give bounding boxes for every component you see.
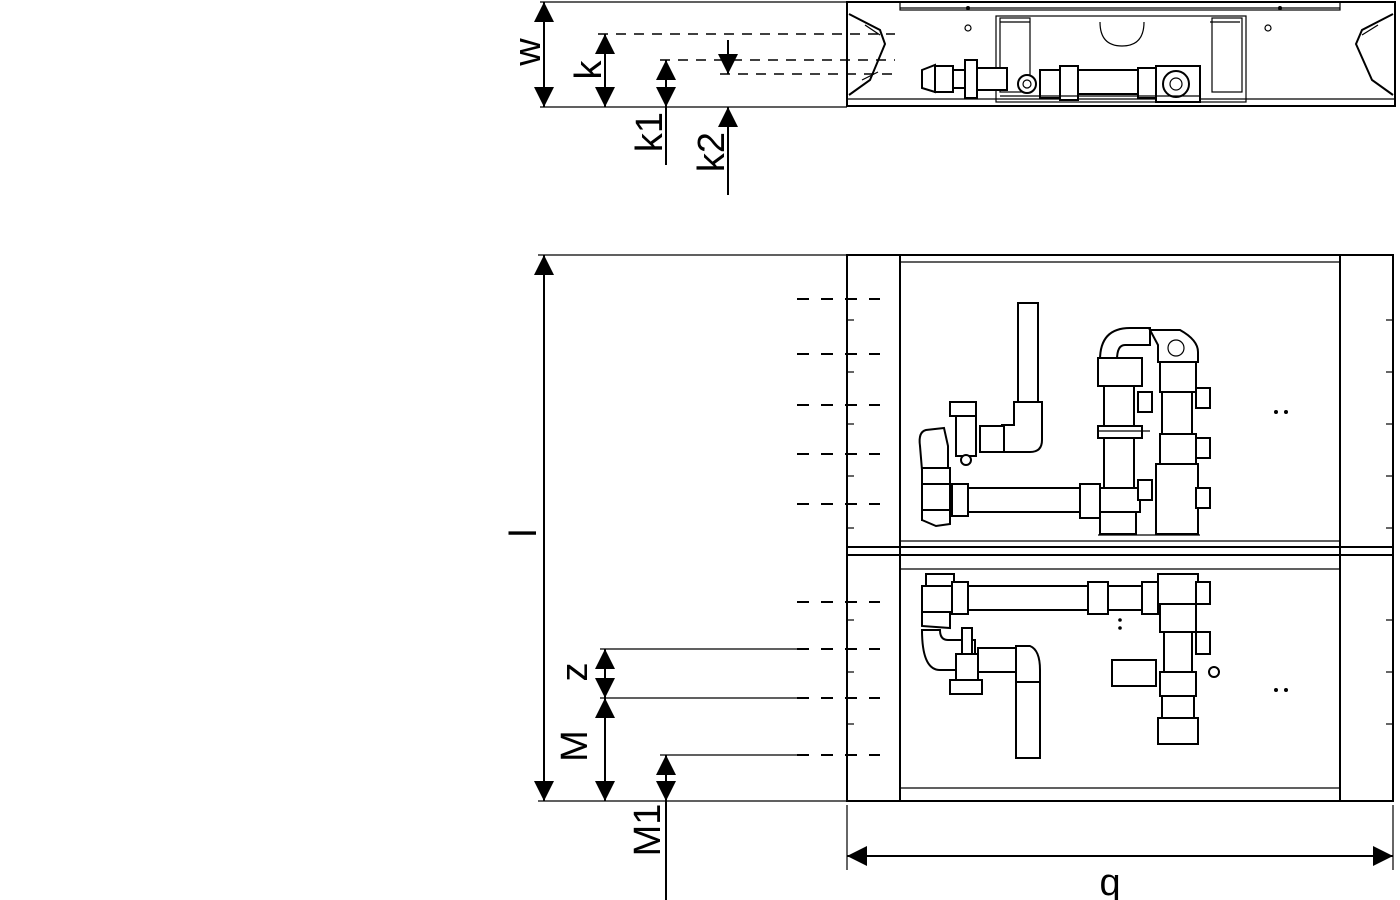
mounting-plate [995, 15, 1247, 103]
label-M1: M1 [627, 804, 669, 857]
left-post [846, 254, 901, 802]
front-view [538, 254, 1394, 870]
label-l: l [503, 529, 545, 537]
dimension-k1: k1 [629, 60, 676, 165]
right-bracket [1354, 13, 1394, 96]
top-view [540, 1, 1396, 108]
label-k1: k1 [629, 112, 671, 152]
top-pipe-assembly [921, 59, 1201, 103]
dimension-k2: k2 [691, 40, 738, 195]
left-bracket [848, 13, 887, 96]
lower-pipe-assembly [920, 573, 1288, 759]
dimension-k: k [568, 34, 615, 107]
dimension-b: b [847, 846, 1393, 900]
label-k2: k2 [691, 132, 733, 172]
outlet-marks [797, 298, 880, 756]
dimension-z: z [554, 649, 615, 698]
dimension-w: w [507, 2, 554, 107]
label-M: M [554, 730, 596, 762]
right-post [1339, 254, 1394, 802]
label-k: k [568, 60, 610, 80]
label-w: w [507, 38, 549, 67]
upper-pipe-assembly [918, 302, 1288, 536]
middle-rail [846, 546, 1394, 556]
dimension-M1: M1 [627, 755, 676, 900]
label-z: z [554, 663, 596, 682]
label-b: b [1099, 866, 1120, 900]
dimension-l: l [503, 255, 554, 801]
dimension-M: M [554, 698, 615, 801]
